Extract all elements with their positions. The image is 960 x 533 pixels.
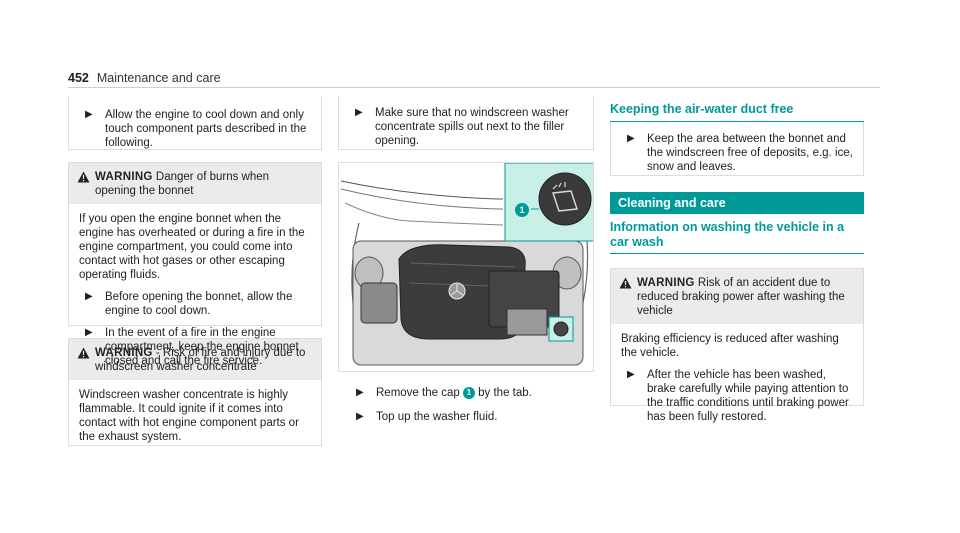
warning-box-braking: WARNING Risk of an accident due to reduc… [610,268,864,423]
arrow-right-icon: ▶ [85,291,93,302]
step-box: ▶ Allow the engine to cool down and only… [68,96,322,150]
warning-header: WARNING - Risk of fire and injury due to… [69,339,321,380]
heading-divider [610,253,864,254]
column-left: ▶ Allow the engine to cool down and only… [68,96,322,446]
step-item: ▶ Allow the engine to cool down and only… [69,96,321,150]
section-heading: Information on washing the vehicle in a … [610,220,845,249]
warning-triangle-icon [77,346,95,374]
chapter-bar: Cleaning and care [610,192,864,214]
step-item: ▶ Top up the washer fluid. [338,400,594,424]
column-right: Keeping the air-water duct free ▶ Keep t… [610,102,864,423]
step-text: After the vehicle has been washed, brake… [647,369,849,423]
warning-title-text: Danger of burns when opening the bonnet [95,171,270,197]
step-text: Allow the engine to cool down and only t… [105,109,307,149]
warning-title: WARNING - Risk of fire and injury due to… [95,346,311,374]
step-text: Top up the washer fluid. [376,411,498,423]
section-heading: Keeping the air-water duct free [610,102,794,116]
warning-triangle-icon [77,170,95,198]
warning-label: WARNING [95,171,153,183]
warning-triangle-icon [619,276,637,318]
washer-fluid-icon [552,182,578,212]
warning-header: WARNING Danger of burns when opening the… [69,163,321,204]
warning-body: Braking efficiency is reduced after wash… [621,333,839,359]
arrow-right-icon: ▶ [627,369,635,380]
warning-header: WARNING Risk of an accident due to reduc… [611,269,863,324]
step-item: ▶ Keep the area between the bonnet and t… [611,122,863,174]
header-divider [68,87,880,88]
arrow-right-icon: ▶ [356,387,364,398]
step-item: ▶ In the event of a fire in the engine c… [69,318,321,368]
warning-body: Windscreen washer concentrate is highly … [79,389,299,443]
warning-title-text: Risk of an accident due to reduced braki… [637,277,845,317]
step-box: ▶ Make sure that no windscreen washer co… [338,96,594,150]
arrow-right-icon: ▶ [356,411,364,422]
page-number: 452 [68,71,89,85]
callout-number-1: 1 [515,203,529,217]
step-box: ▶ Keep the area between the bonnet and t… [610,122,864,176]
arrow-right-icon: ▶ [627,133,635,144]
warning-body: If you open the engine bonnet when the e… [79,213,305,281]
warning-label: WARNING [637,277,695,289]
step-item: ▶ After the vehicle has been washed, bra… [611,360,863,424]
warning-box-fire: WARNING - Risk of fire and injury due to… [68,338,322,446]
step-text: Remove the cap 1 by the tab. [376,387,532,399]
step-text: Keep the area between the bonnet and the… [647,133,853,173]
section-title: Maintenance and care [96,71,221,85]
arrow-right-icon: ▶ [355,107,363,118]
engine-bay-drawing [340,163,593,366]
warning-title: WARNING Risk of an accident due to reduc… [637,276,853,318]
step-item: ▶ Before opening the bonnet, allow the e… [69,282,321,318]
heading-divider [610,121,864,122]
warning-title: WARNING Danger of burns when opening the… [95,170,311,198]
callout-number-1: 1 [462,387,475,399]
column-middle: ▶ Make sure that no windscreen washer co… [338,96,594,424]
warning-label: WARNING [95,347,153,359]
warning-title-text: - Risk of fire and injury due to windscr… [95,347,306,373]
arrow-right-icon: ▶ [85,327,93,338]
warning-box-burns: WARNING Danger of burns when opening the… [68,162,322,367]
step-text: Make sure that no windscreen washer conc… [375,107,569,147]
step-item: ▶ Make sure that no windscreen washer co… [339,96,593,148]
page-header: 452 Maintenance and care [68,71,221,85]
step-text: Before opening the bonnet, allow the eng… [105,291,293,317]
step-text: In the event of a fire in the engine com… [105,327,299,367]
arrow-right-icon: ▶ [85,109,93,120]
step-item: ▶ Remove the cap 1 by the tab. [338,372,594,400]
engine-illustration: 1 [338,162,594,372]
